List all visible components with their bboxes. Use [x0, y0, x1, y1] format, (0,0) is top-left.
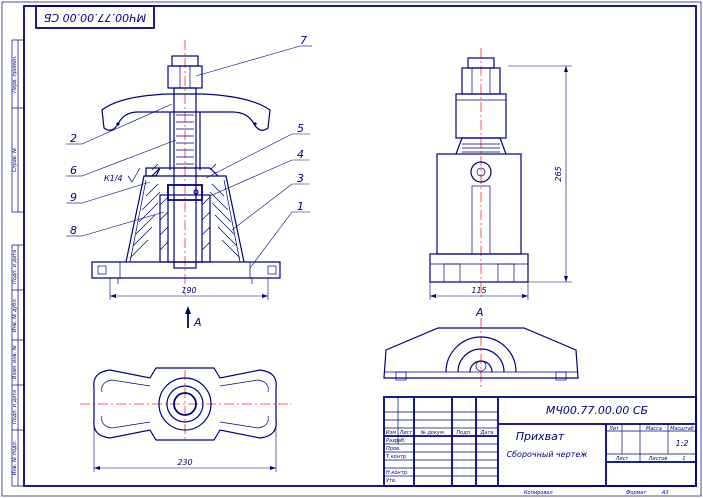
position-6: 6: [70, 164, 77, 177]
strip-sign-date-2: Подп. и дата: [12, 390, 18, 424]
rotated-designation: МЧ00.77.00.00 СБ: [44, 11, 146, 24]
title-block: МЧ00.77.00.00 СБ Прихват Сборочный черте…: [383, 396, 697, 496]
plan-view: 230: [80, 367, 292, 472]
dim-height-side: 265: [554, 166, 563, 181]
tb-name: Прихват: [516, 430, 565, 443]
view-a: А: [383, 306, 579, 390]
strip-replace-no: Взам. инв. №: [12, 345, 18, 379]
tb-role-developer: Разраб.: [386, 438, 406, 444]
strip-ref-no: Справ. №: [12, 148, 18, 172]
tb-designation: МЧ00.77.00.00 СБ: [546, 404, 648, 417]
left-strip: Перв. примен. Справ. № Подп. и дата Инв.…: [11, 39, 25, 487]
position-5: 5: [297, 122, 304, 135]
front-section-view: 190 К1/4 А: [91, 40, 281, 329]
tb-col-scale: Масштаб: [670, 426, 694, 432]
tb-sheets-count: 1: [682, 456, 685, 462]
side-view: 265 115: [429, 48, 572, 300]
tb-col-lit: Лит: [608, 426, 620, 432]
tb-scale: 1:2: [676, 439, 689, 448]
view-mark-front: А: [193, 316, 202, 329]
tb-col-date: Дата: [480, 430, 494, 436]
dim-width-front: 190: [181, 286, 196, 295]
position-1: 1: [297, 200, 304, 213]
strip-orig-no: Инв. № подл.: [12, 441, 18, 476]
dim-width-plan: 230: [177, 458, 192, 467]
tb-col-mass: Масса: [646, 426, 662, 432]
strip-sign-date-1: Подп. и дата: [12, 250, 18, 284]
dim-width-side: 115: [471, 286, 486, 295]
strip-dup-no: Инв. № дубл.: [12, 298, 18, 332]
position-3: 3: [297, 172, 304, 185]
tb-doc-type: Сборочный чертеж: [507, 450, 589, 459]
tb-sheets: Листов: [648, 456, 668, 462]
position-callouts: 7 2 6 9 8 5 4 3 1: [66, 34, 312, 269]
tb-role-approved: Утв.: [386, 478, 397, 484]
tb-role-norm-control: Н.контр.: [386, 470, 408, 476]
position-2: 2: [70, 132, 77, 145]
rotated-designation-box: МЧ00.77.00.00 СБ: [35, 5, 155, 29]
tb-col-sheet: Лист: [399, 430, 414, 436]
tb-col-change: Изм: [386, 430, 396, 436]
tb-copied: Копировал: [524, 490, 553, 496]
position-4: 4: [297, 148, 304, 161]
tb-format: А3: [661, 490, 669, 496]
tb-col-sign: Подп.: [456, 430, 471, 436]
tb-role-tech-control: Т.контр.: [386, 454, 408, 460]
position-7: 7: [300, 34, 307, 47]
view-a-label: А: [475, 306, 484, 319]
tb-role-checker: Пров.: [386, 446, 401, 452]
tb-col-docno: № докум.: [420, 430, 446, 436]
position-8: 8: [70, 224, 77, 237]
roughness-mark: К1/4: [104, 174, 123, 183]
tb-sheet: Лист: [615, 456, 630, 462]
position-9: 9: [70, 191, 77, 204]
strip-first-use: Перв. примен.: [12, 55, 18, 93]
tb-format-label: Формат: [626, 490, 647, 496]
